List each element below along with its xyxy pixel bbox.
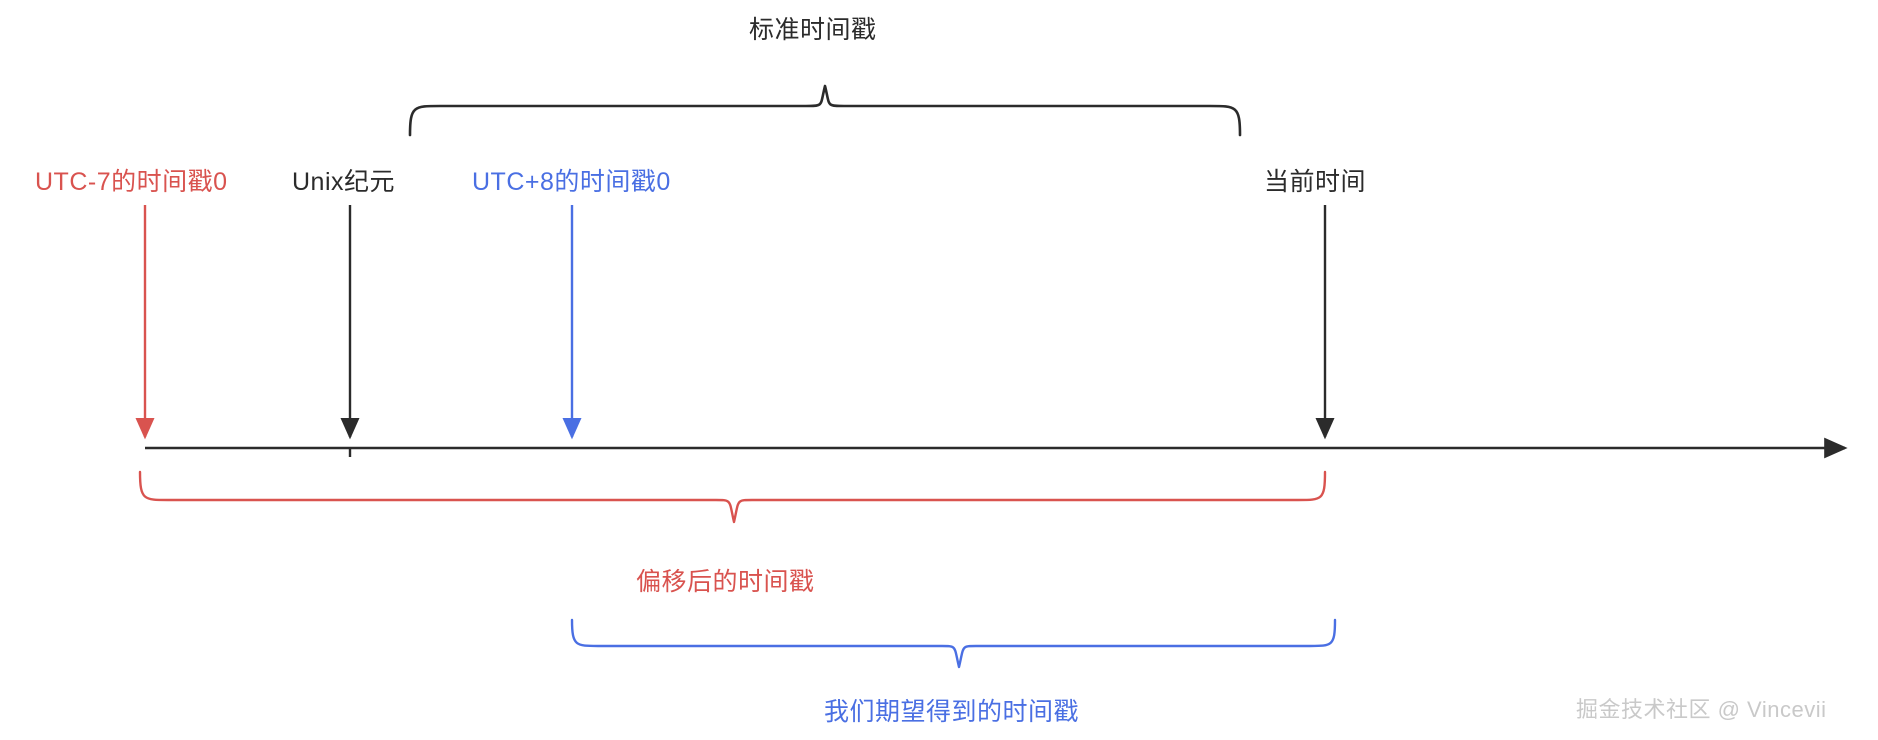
- brace-offset-timestamp: [138, 470, 1327, 524]
- brace-label-standard-timestamp: 标准时间戳: [749, 16, 877, 44]
- marker-label-utc-plus-8: UTC+8的时间戳0: [472, 168, 671, 196]
- watermark: 掘金技术社区 @ Vincevii: [1576, 697, 1827, 722]
- brace-standard-timestamp: [408, 84, 1242, 137]
- marker-label-current-time: 当前时间: [1264, 168, 1367, 196]
- marker-label-unix-epoch: Unix纪元: [292, 168, 396, 196]
- marker-label-utc-minus-7: UTC-7的时间戳0: [35, 168, 228, 196]
- brace-label-offset-timestamp: 偏移后的时间戳: [636, 568, 815, 596]
- brace-expected-timestamp: [570, 618, 1337, 669]
- brace-label-expected-timestamp: 我们期望得到的时间戳: [824, 698, 1080, 726]
